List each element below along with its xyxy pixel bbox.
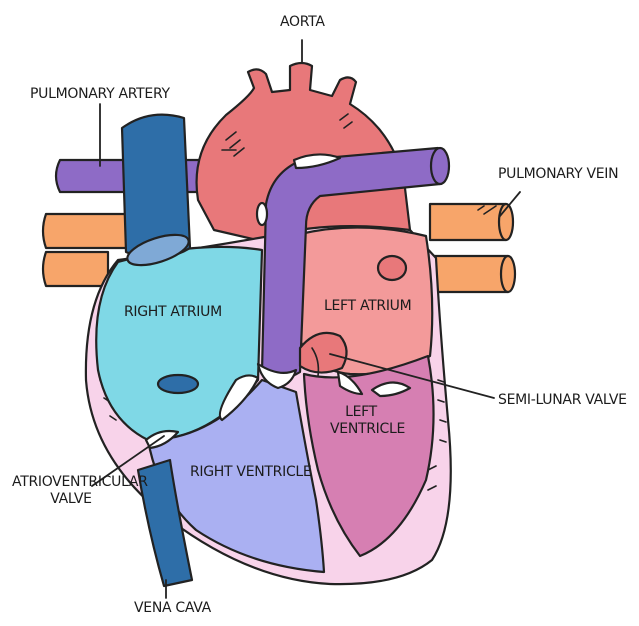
- label-semi-lunar-valve: SEMI-LUNAR VALVE: [498, 392, 627, 409]
- label-atrioventricular-line1: ATRIOVENTRICULAR: [12, 474, 130, 491]
- label-atrioventricular-valve: ATRIOVENTRICULAR VALVE: [12, 474, 130, 508]
- pulmonary-vein-right-tubes: [430, 204, 515, 292]
- label-atrioventricular-line2: VALVE: [12, 491, 130, 508]
- label-aorta: AORTA: [280, 14, 325, 31]
- label-vena-cava: VENA CAVA: [134, 600, 211, 617]
- label-left-ventricle: LEFT VENTRICLE: [330, 404, 392, 438]
- label-left-ventricle-line1: LEFT: [330, 404, 392, 421]
- label-right-atrium: RIGHT ATRIUM: [124, 304, 222, 321]
- label-left-ventricle-line2: VENTRICLE: [330, 421, 392, 438]
- label-left-atrium: LEFT ATRIUM: [324, 298, 411, 315]
- left-atrium-vessel-opening: [378, 256, 406, 280]
- label-pulmonary-vein: PULMONARY VEIN: [498, 166, 618, 183]
- coronary-sinus-opening: [158, 375, 198, 393]
- label-right-ventricle: RIGHT VENTRICLE: [190, 464, 311, 481]
- label-pulmonary-artery: PULMONARY ARTERY: [30, 86, 170, 103]
